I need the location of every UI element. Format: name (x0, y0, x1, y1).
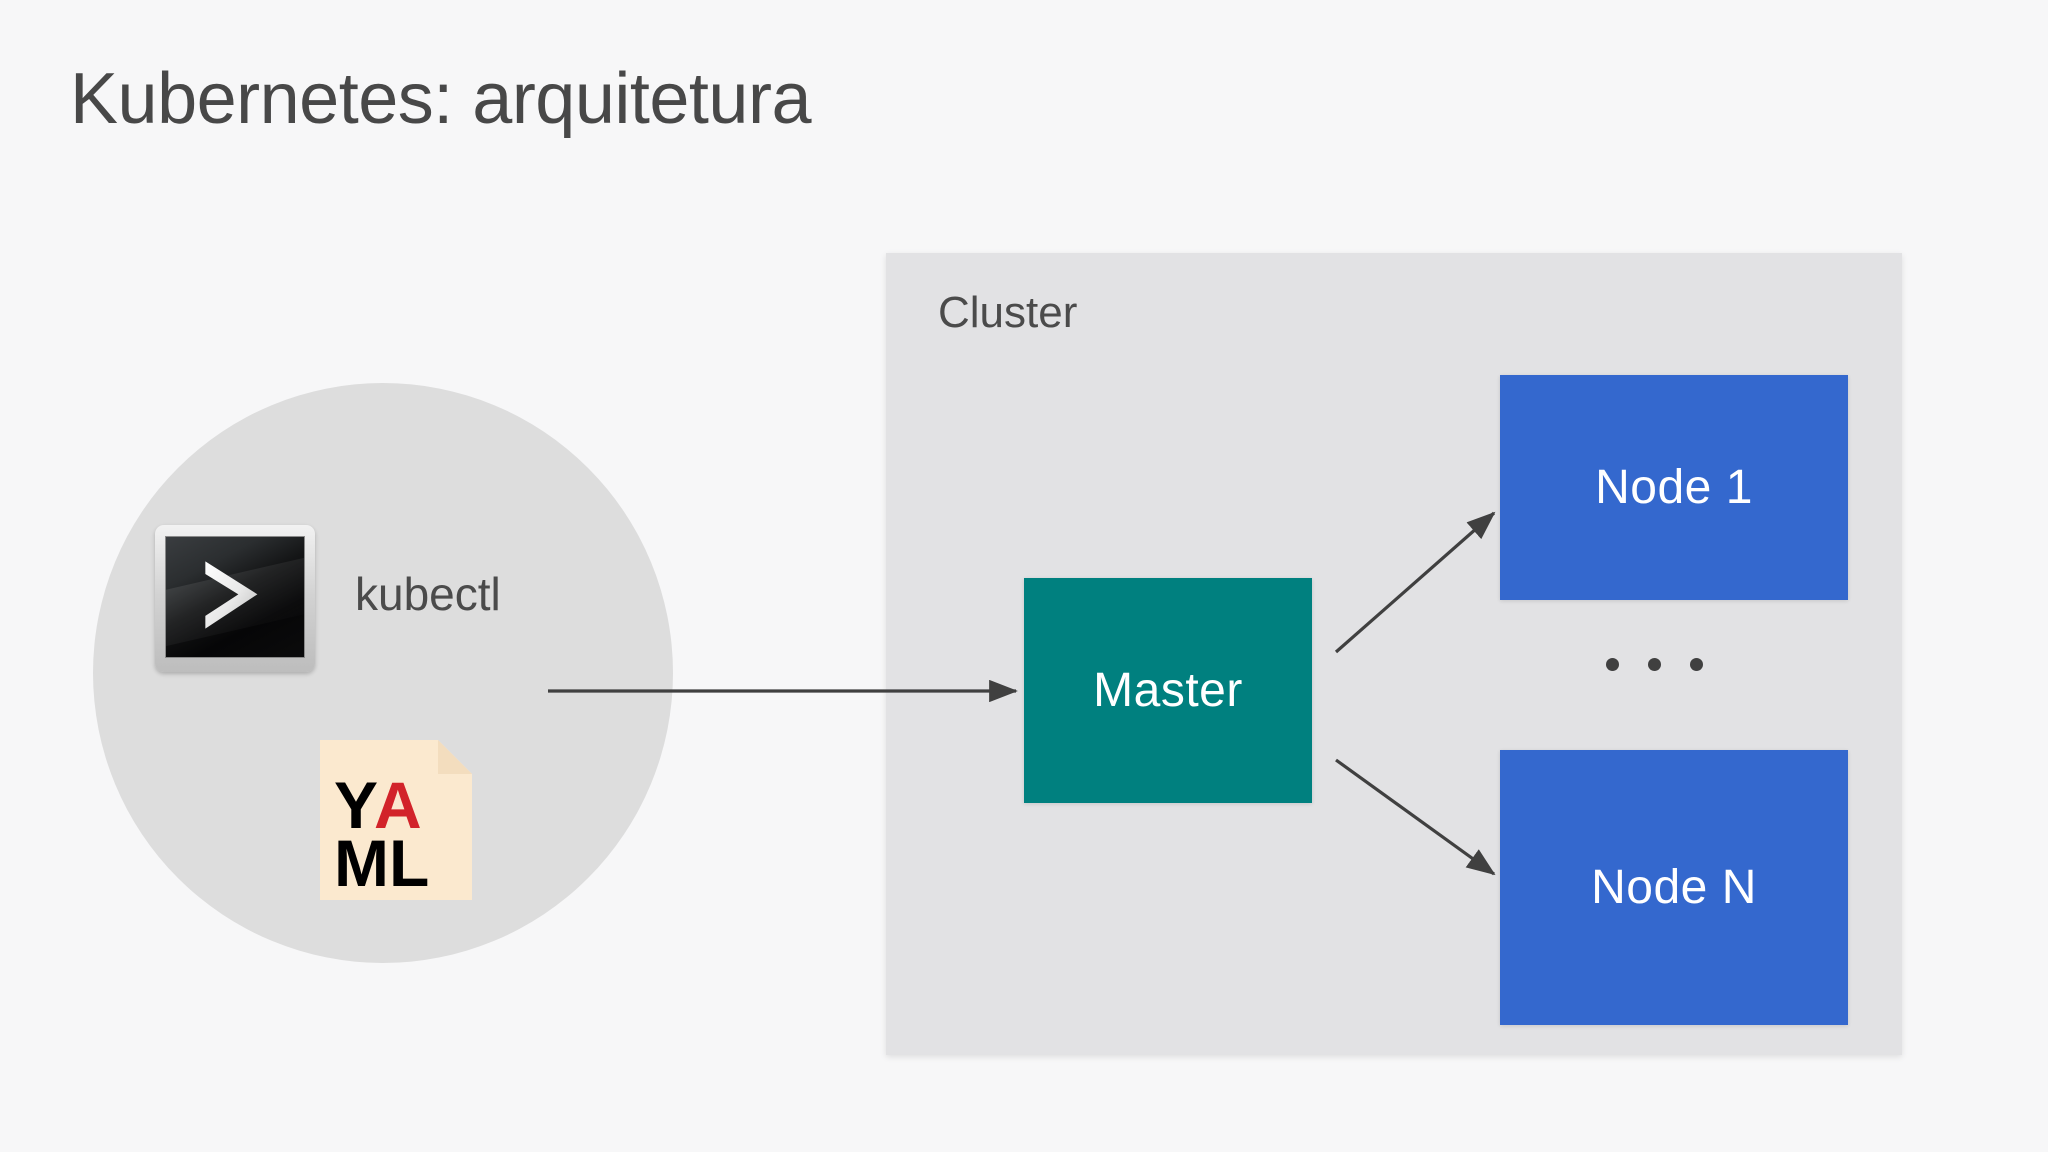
yaml-file-icon: Y A ML (320, 740, 472, 900)
terminal-screen (165, 536, 305, 658)
terminal-icon (155, 525, 315, 672)
svg-text:A: A (374, 768, 422, 842)
node-ellipsis (1606, 658, 1703, 671)
kubectl-label: kubectl (355, 568, 501, 620)
page-title: Kubernetes: arquitetura (70, 59, 811, 139)
node-box-node-1[interactable]: Node 1 (1500, 375, 1848, 600)
node-box-node-n[interactable]: Node N (1500, 750, 1848, 1025)
cluster-label: Cluster (938, 288, 1078, 337)
svg-text:ML: ML (334, 826, 429, 900)
master-box[interactable]: Master (1024, 578, 1312, 803)
ellipsis-dot (1606, 658, 1619, 671)
svg-text:Y: Y (334, 768, 378, 842)
terminal-prompt-chevron-icon (205, 561, 258, 629)
ellipsis-dot (1648, 658, 1661, 671)
ellipsis-dot (1690, 658, 1703, 671)
